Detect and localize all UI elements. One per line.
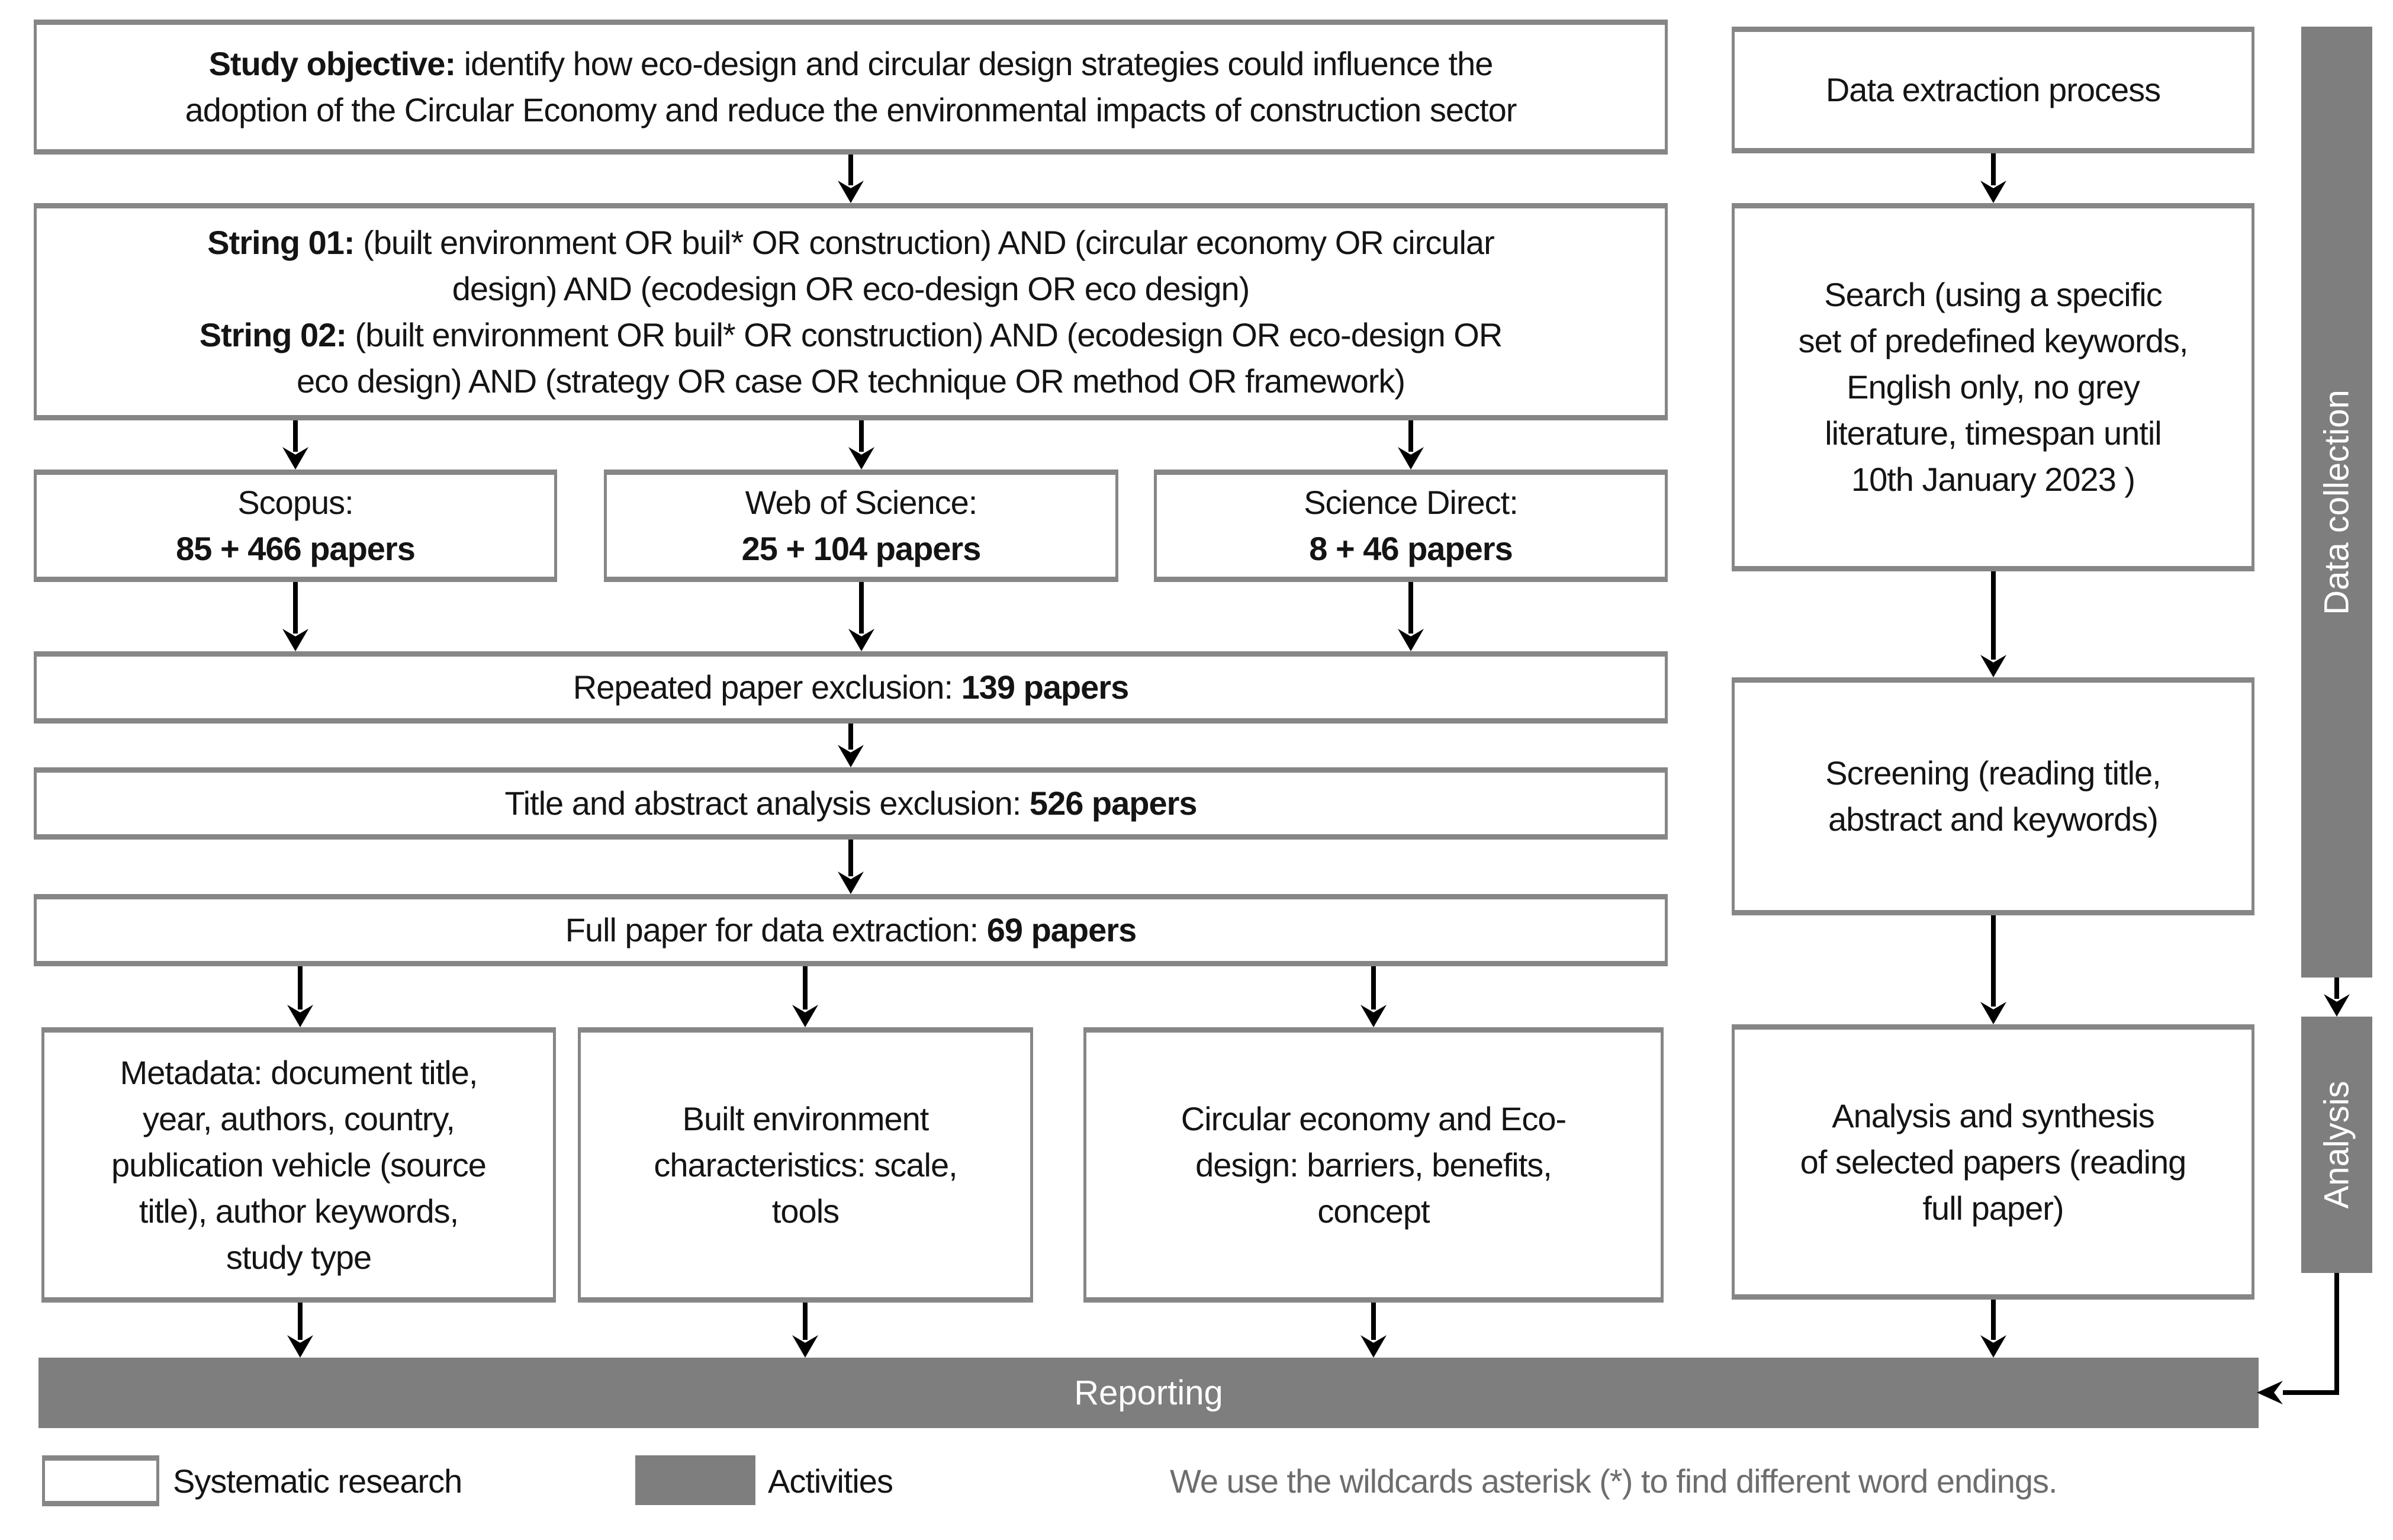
study-objective-lead: Study objective: (208, 45, 456, 82)
built-environment-box: Built environment characteristics: scale… (578, 1027, 1033, 1303)
flow-arrow-shaft (848, 155, 853, 185)
search-strings-text: String 01: (built environment OR buil* O… (199, 223, 1503, 400)
database-box-scopus: Scopus: 85 + 466 papers (34, 470, 557, 582)
search-step-box: Search (using a specific set of predefin… (1732, 203, 2254, 571)
legend-activities-label: Activities (768, 1462, 893, 1500)
elbow-arrowhead-icon (2257, 1381, 2283, 1404)
database-box-science-direct: Science Direct: 8 + 46 papers (1154, 470, 1668, 582)
flow-arrow-shaft (803, 1303, 808, 1340)
analysis-step-box: Analysis and synthesis of selected paper… (1732, 1024, 2254, 1300)
flow-arrow-shaft (1408, 582, 1413, 634)
flow-arrow-shaft (1991, 571, 1996, 660)
flow-arrow-shaft (848, 724, 853, 750)
flow-arrow-shaft (848, 840, 853, 876)
title-abstract-exclusion-bar: Title and abstract analysis exclusion: 5… (34, 767, 1668, 840)
flow-arrow-shaft (803, 966, 808, 1009)
data-extraction-process-box: Data extraction process (1732, 27, 2254, 153)
screening-step-box: Screening (reading title, abstract and k… (1732, 677, 2254, 915)
string-02-label: String 02: (199, 316, 347, 353)
study-objective-box: Study objective: identify how eco-design… (34, 20, 1668, 155)
elbow-arrow-horizontal (2283, 1390, 2339, 1395)
legend-systematic-research-label: Systematic research (173, 1462, 462, 1500)
database-name: Scopus: (237, 484, 353, 521)
database-papers: 8 + 46 papers (1309, 530, 1513, 567)
flow-arrow-shaft (1371, 966, 1376, 1009)
search-strings-box: String 01: (built environment OR buil* O… (34, 203, 1668, 420)
elbow-arrow-vertical (2334, 1273, 2339, 1393)
flow-arrow-shaft (859, 420, 864, 452)
database-name: Science Direct: (1304, 484, 1519, 521)
legend-activities-swatch (635, 1455, 755, 1505)
reporting-bar: Reporting (38, 1358, 2259, 1428)
database-name: Web of Science: (745, 484, 978, 521)
flow-arrow-shaft (1408, 420, 1413, 452)
circular-economy-box: Circular economy and Eco- design: barrie… (1083, 1027, 1664, 1303)
flow-arrow-shaft (293, 582, 298, 634)
database-box-web-of-science: Web of Science: 25 + 104 papers (604, 470, 1118, 582)
wildcard-note: We use the wildcards asterisk (*) to fin… (1170, 1462, 2058, 1500)
flow-arrow-shaft (1371, 1303, 1376, 1340)
analysis-phase-bar: Analysis (2301, 1017, 2372, 1273)
study-objective-text: Study objective: identify how eco-design… (185, 45, 1517, 128)
data-collection-phase-bar: Data collection (2301, 27, 2372, 978)
flow-arrow-shaft (859, 582, 864, 634)
repeated-paper-exclusion-bar: Repeated paper exclusion: 139 papers (34, 651, 1668, 724)
flow-arrow-shaft (1991, 153, 1996, 185)
string-01-label: String 01: (207, 223, 355, 261)
flow-arrow-shaft (1991, 1300, 1996, 1340)
flow-arrow-shaft (298, 1303, 303, 1340)
flow-arrow-shaft (2334, 978, 2339, 999)
flow-arrow-shaft (298, 966, 303, 1009)
database-papers: 85 + 466 papers (176, 530, 416, 567)
database-papers: 25 + 104 papers (741, 530, 982, 567)
metadata-box: Metadata: document title, year, authors,… (41, 1027, 556, 1303)
flow-arrow-shaft (1991, 915, 1996, 1007)
legend-systematic-research-swatch (42, 1455, 159, 1506)
flow-arrow-shaft (293, 420, 298, 452)
full-paper-extraction-bar: Full paper for data extraction: 69 paper… (34, 894, 1668, 966)
